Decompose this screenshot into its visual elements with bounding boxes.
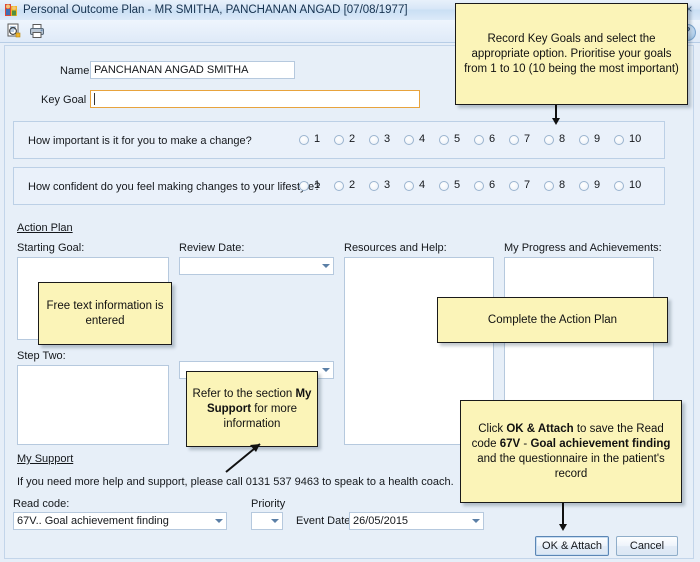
radio-label-importance-6: 6 — [489, 133, 496, 145]
radio-label-importance-5: 5 — [454, 133, 461, 145]
radio-importance-9[interactable] — [579, 135, 589, 145]
callout-arrow-ok-attach-line — [562, 503, 564, 527]
chevron-down-icon — [322, 368, 330, 372]
starting-goal-label: Starting Goal: — [17, 242, 85, 254]
key-goal-input[interactable] — [90, 90, 420, 108]
close-icon[interactable]: × — [685, 2, 693, 16]
radio-importance-3[interactable] — [369, 135, 379, 145]
callout-my-support-ref: Refer to the section My Support for more… — [186, 371, 318, 447]
radio-label-confidence-4: 4 — [419, 179, 426, 191]
resources-label: Resources and Help: — [344, 242, 447, 254]
radio-confidence-9[interactable] — [579, 181, 589, 191]
radio-importance-1[interactable] — [299, 135, 309, 145]
radio-label-confidence-7: 7 — [524, 179, 531, 191]
radio-label-confidence-5: 5 — [454, 179, 461, 191]
priority-label: Priority — [251, 498, 286, 510]
radio-importance-4[interactable] — [404, 135, 414, 145]
window-title: Personal Outcome Plan - MR SMITHA, PANCH… — [23, 4, 408, 16]
print-icon[interactable] — [29, 23, 45, 39]
review-date-combo[interactable] — [179, 257, 334, 275]
radio-confidence-2[interactable] — [334, 181, 344, 191]
callout-key-goals: Record Key Goals and select the appropri… — [455, 3, 688, 105]
callout-arrow-ok-attach-head — [559, 524, 567, 531]
radio-label-confidence-2: 2 — [349, 179, 356, 191]
radio-importance-2[interactable] — [334, 135, 344, 145]
read-code-combo[interactable]: 67V.. Goal achievement finding — [13, 512, 227, 530]
radio-confidence-6[interactable] — [474, 181, 484, 191]
radio-label-importance-10: 10 — [629, 133, 642, 145]
chevron-down-icon — [215, 519, 223, 523]
cancel-button[interactable]: Cancel — [616, 536, 678, 556]
key-goal-label: Key Goal — [41, 94, 87, 106]
radio-importance-6[interactable] — [474, 135, 484, 145]
callout-free-text: Free text information is entered — [38, 282, 172, 345]
radio-label-confidence-6: 6 — [489, 179, 496, 191]
event-date-label: Event Date — [296, 515, 351, 527]
question-label-confidence: How confident do you feel making changes… — [28, 181, 321, 193]
read-code-label: Read code: — [13, 498, 70, 510]
question-panel-importance: How important is it for you to make a ch… — [13, 121, 665, 159]
radio-confidence-4[interactable] — [404, 181, 414, 191]
my-support-heading: My Support — [17, 453, 74, 465]
question-panel-confidence: How confident do you feel making changes… — [13, 167, 665, 205]
radio-label-importance-8: 8 — [559, 133, 566, 145]
chevron-down-icon — [322, 264, 330, 268]
read-code-value: 67V.. Goal achievement finding — [17, 515, 169, 527]
callout-arrow-key-goals-line — [555, 105, 557, 121]
form-panel: Name PANCHANAN ANGAD SMITHA Key Goal How… — [4, 45, 694, 559]
radio-confidence-7[interactable] — [509, 181, 519, 191]
progress-label: My Progress and Achievements: — [504, 242, 662, 254]
callout-my-support-text: Refer to the section My Support for more… — [192, 387, 312, 430]
radio-label-importance-4: 4 — [419, 133, 426, 145]
radio-label-confidence-10: 10 — [629, 179, 642, 191]
radio-confidence-5[interactable] — [439, 181, 449, 191]
radio-label-confidence-8: 8 — [559, 179, 566, 191]
radio-label-confidence-9: 9 — [594, 179, 601, 191]
radio-importance-5[interactable] — [439, 135, 449, 145]
radio-confidence-8[interactable] — [544, 181, 554, 191]
callout-action-plan: Complete the Action Plan — [437, 297, 668, 343]
radio-label-importance-7: 7 — [524, 133, 531, 145]
text-caret — [94, 93, 95, 105]
event-date-combo[interactable]: 26/05/2015 — [349, 512, 484, 530]
radio-label-confidence-3: 3 — [384, 179, 391, 191]
radio-importance-10[interactable] — [614, 135, 624, 145]
radio-label-importance-9: 9 — [594, 133, 601, 145]
radio-confidence-10[interactable] — [614, 181, 624, 191]
print-preview-icon[interactable] — [6, 23, 22, 39]
chevron-down-icon — [271, 519, 279, 523]
name-label: Name — [60, 65, 90, 77]
step-two-textarea[interactable] — [17, 365, 169, 445]
radio-label-importance-1: 1 — [314, 133, 321, 145]
callout-ok-attach-text: Click OK & Attach to save the Read code … — [471, 422, 671, 480]
name-field[interactable]: PANCHANAN ANGAD SMITHA — [90, 61, 295, 79]
radio-label-confidence-1: 1 — [314, 179, 321, 191]
callout-ok-attach: Click OK & Attach to save the Read code … — [460, 400, 682, 503]
radio-label-importance-2: 2 — [349, 133, 356, 145]
priority-combo[interactable] — [251, 512, 283, 530]
radio-confidence-3[interactable] — [369, 181, 379, 191]
action-plan-heading: Action Plan — [17, 222, 73, 234]
ok-attach-button[interactable]: OK & Attach — [535, 536, 609, 556]
my-support-text: If you need more help and support, pleas… — [17, 476, 454, 488]
event-date-value: 26/05/2015 — [353, 515, 409, 527]
callout-arrow-my-support — [225, 443, 261, 473]
radio-importance-7[interactable] — [509, 135, 519, 145]
radio-confidence-1[interactable] — [299, 181, 309, 191]
radio-label-importance-3: 3 — [384, 133, 391, 145]
radio-importance-8[interactable] — [544, 135, 554, 145]
chevron-down-icon — [472, 519, 480, 523]
people-icon — [5, 3, 19, 17]
callout-arrow-key-goals-head — [552, 118, 560, 125]
step-two-label: Step Two: — [17, 350, 66, 362]
question-label-importance: How important is it for you to make a ch… — [28, 135, 252, 147]
review-date-label: Review Date: — [179, 242, 245, 254]
